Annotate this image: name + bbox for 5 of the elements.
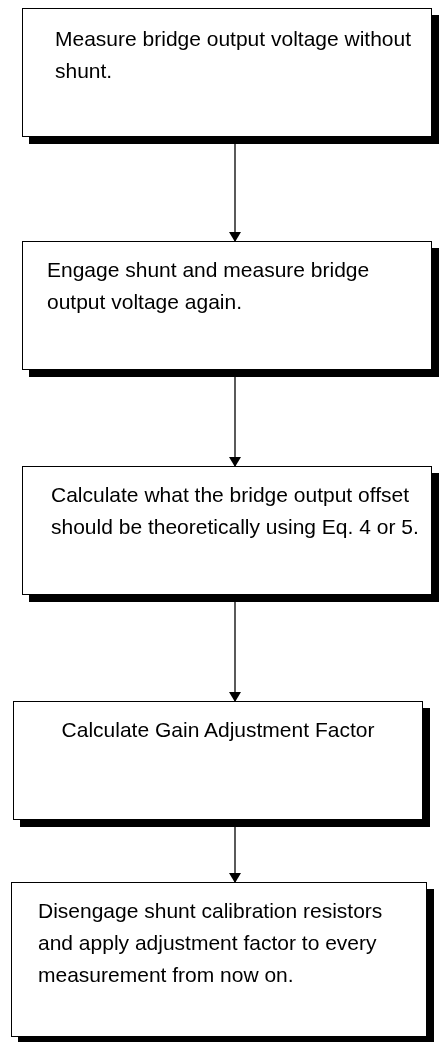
step-text: Calculate Gain Adjustment Factor: [60, 717, 376, 743]
step-text: Disengage shunt calibration resistors and apply adjustment factor to every measurement from now on.: [38, 898, 384, 988]
step-text: Calculate what the bridge output offset should be theoretically using Eq. 4 or 5.: [51, 482, 420, 540]
step-text: Measure bridge output voltage without shunt.: [55, 26, 413, 84]
step-text: Engage shunt and measure bridge output voltage again.: [47, 257, 371, 315]
